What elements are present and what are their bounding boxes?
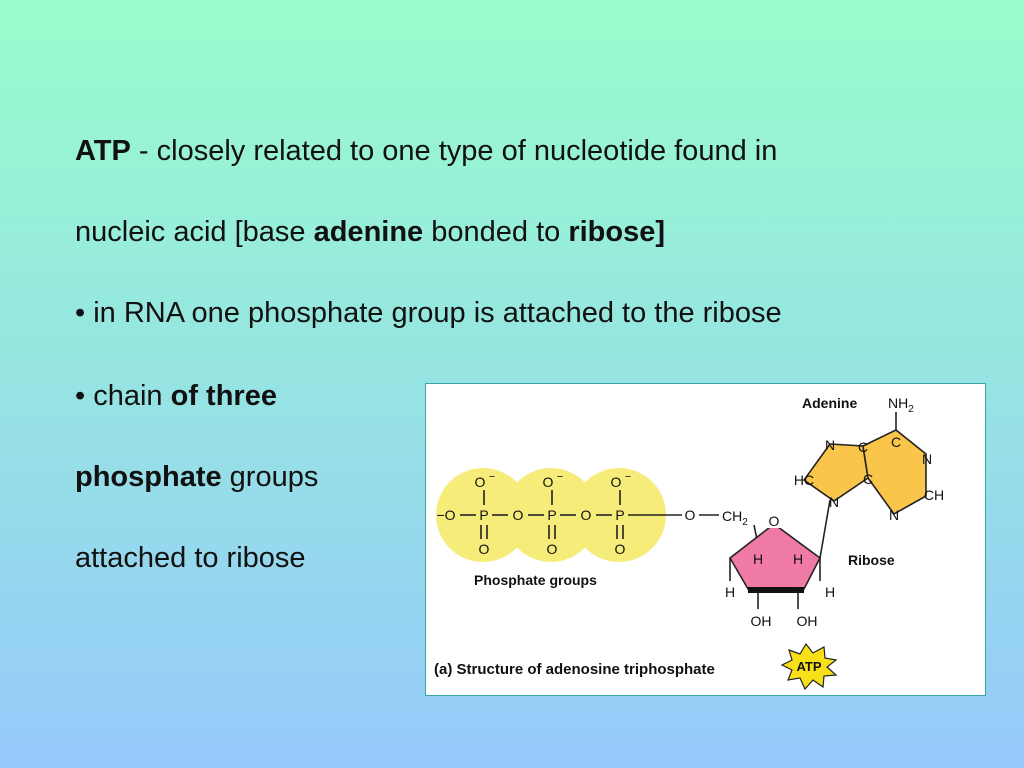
text-line-4: • chain of three: [75, 378, 277, 414]
atp-structure-figure: O − O − O − −O P O P O P O O O O CH2 Pho…: [425, 383, 986, 696]
o-minus-2: O: [543, 474, 554, 490]
line5-text: groups: [221, 461, 319, 493]
terminal-o: −O: [436, 507, 455, 523]
ribose-ring-o: O: [769, 513, 780, 529]
bridge-o-1: O: [513, 507, 524, 523]
ribose-h-4: H: [825, 584, 835, 600]
atom-n2: N: [922, 451, 932, 467]
phosphate-blob-3: [572, 468, 666, 562]
adenine-term: adenine: [313, 216, 424, 248]
line1-text: - closely related to one type of nucleot…: [130, 135, 778, 167]
double-o-2: O: [547, 541, 558, 557]
line3-text: • in RNA one phosphate group is attached…: [75, 297, 782, 329]
atom-n1: N: [825, 437, 835, 453]
of-three-term: of three: [170, 380, 277, 412]
atom-n4: N: [889, 507, 899, 523]
o-minus-1: O: [475, 474, 486, 490]
line4-pre: • chain: [75, 380, 171, 412]
ribose-o-bg: [767, 512, 782, 528]
text-line-6: attached to ribose: [75, 540, 306, 576]
line2-pre: nucleic acid [base: [75, 216, 314, 248]
atom-ch: CH: [924, 487, 944, 503]
figure-caption: (a) Structure of adenosine triphosphate: [434, 661, 715, 678]
minus-2: −: [557, 471, 563, 483]
atp-term: ATP: [75, 135, 131, 167]
phosphate-atoms: O − O − O − −O P O P O P O O O O: [436, 471, 695, 557]
o-minus-3: O: [611, 474, 622, 490]
text-line-1: ATP - closely related to one type of nuc…: [75, 133, 777, 169]
ribose-h-3: H: [725, 584, 735, 600]
atp-badge-icon: [780, 642, 838, 691]
phosphate-highlight: [436, 468, 666, 562]
ribose-bonds: [729, 499, 831, 609]
adenine-label: Adenine: [802, 395, 857, 411]
phosphate-groups-label: Phosphate groups: [474, 572, 597, 588]
atom-hc: HC: [794, 472, 814, 488]
minus-1: −: [489, 471, 495, 483]
ribose-h-1: H: [753, 551, 763, 567]
line2-mid: bonded to: [423, 216, 569, 248]
phosphorus-2: P: [547, 507, 556, 523]
atp-badge-label: ATP: [796, 659, 821, 674]
atom-c1: C: [858, 439, 868, 455]
line6-text: attached to ribose: [75, 542, 306, 574]
phosphate-blob-1: [436, 468, 530, 562]
atp-structure-diagram: O − O − O − −O P O P O P O O O O CH2 Pho…: [434, 395, 944, 691]
text-line-5: phosphate groups: [75, 459, 318, 495]
bridge-o-2: O: [581, 507, 592, 523]
phosphate-term: phosphate: [75, 461, 222, 493]
atom-c2: C: [863, 471, 873, 487]
ribose-ring: [728, 522, 822, 590]
ribose-label: Ribose: [848, 552, 895, 568]
ch2-label: CH2: [722, 508, 748, 528]
ribose-term: ribose]: [568, 216, 666, 248]
adenine-atoms: N C C N HC C CH N N: [794, 434, 944, 523]
text-line-3: • in RNA one phosphate group is attached…: [75, 295, 782, 331]
atom-n3: N: [829, 494, 839, 510]
phosphate-blob-2: [504, 468, 598, 562]
text-line-2: nucleic acid [base adenine bonded to rib…: [75, 214, 665, 250]
double-o-1: O: [479, 541, 490, 557]
nh2-label: NH2: [888, 395, 914, 415]
adenine-five-ring: [802, 443, 869, 502]
ester-o: O: [685, 507, 696, 523]
ribose-h-2: H: [793, 551, 803, 567]
ribose-oh-2: OH: [797, 613, 818, 629]
phosphorus-3: P: [615, 507, 624, 523]
minus-3: −: [625, 471, 631, 483]
double-o-3: O: [615, 541, 626, 557]
phosphorus-1: P: [479, 507, 488, 523]
ribose-oh-1: OH: [751, 613, 772, 629]
atom-c-top: C: [891, 434, 901, 450]
